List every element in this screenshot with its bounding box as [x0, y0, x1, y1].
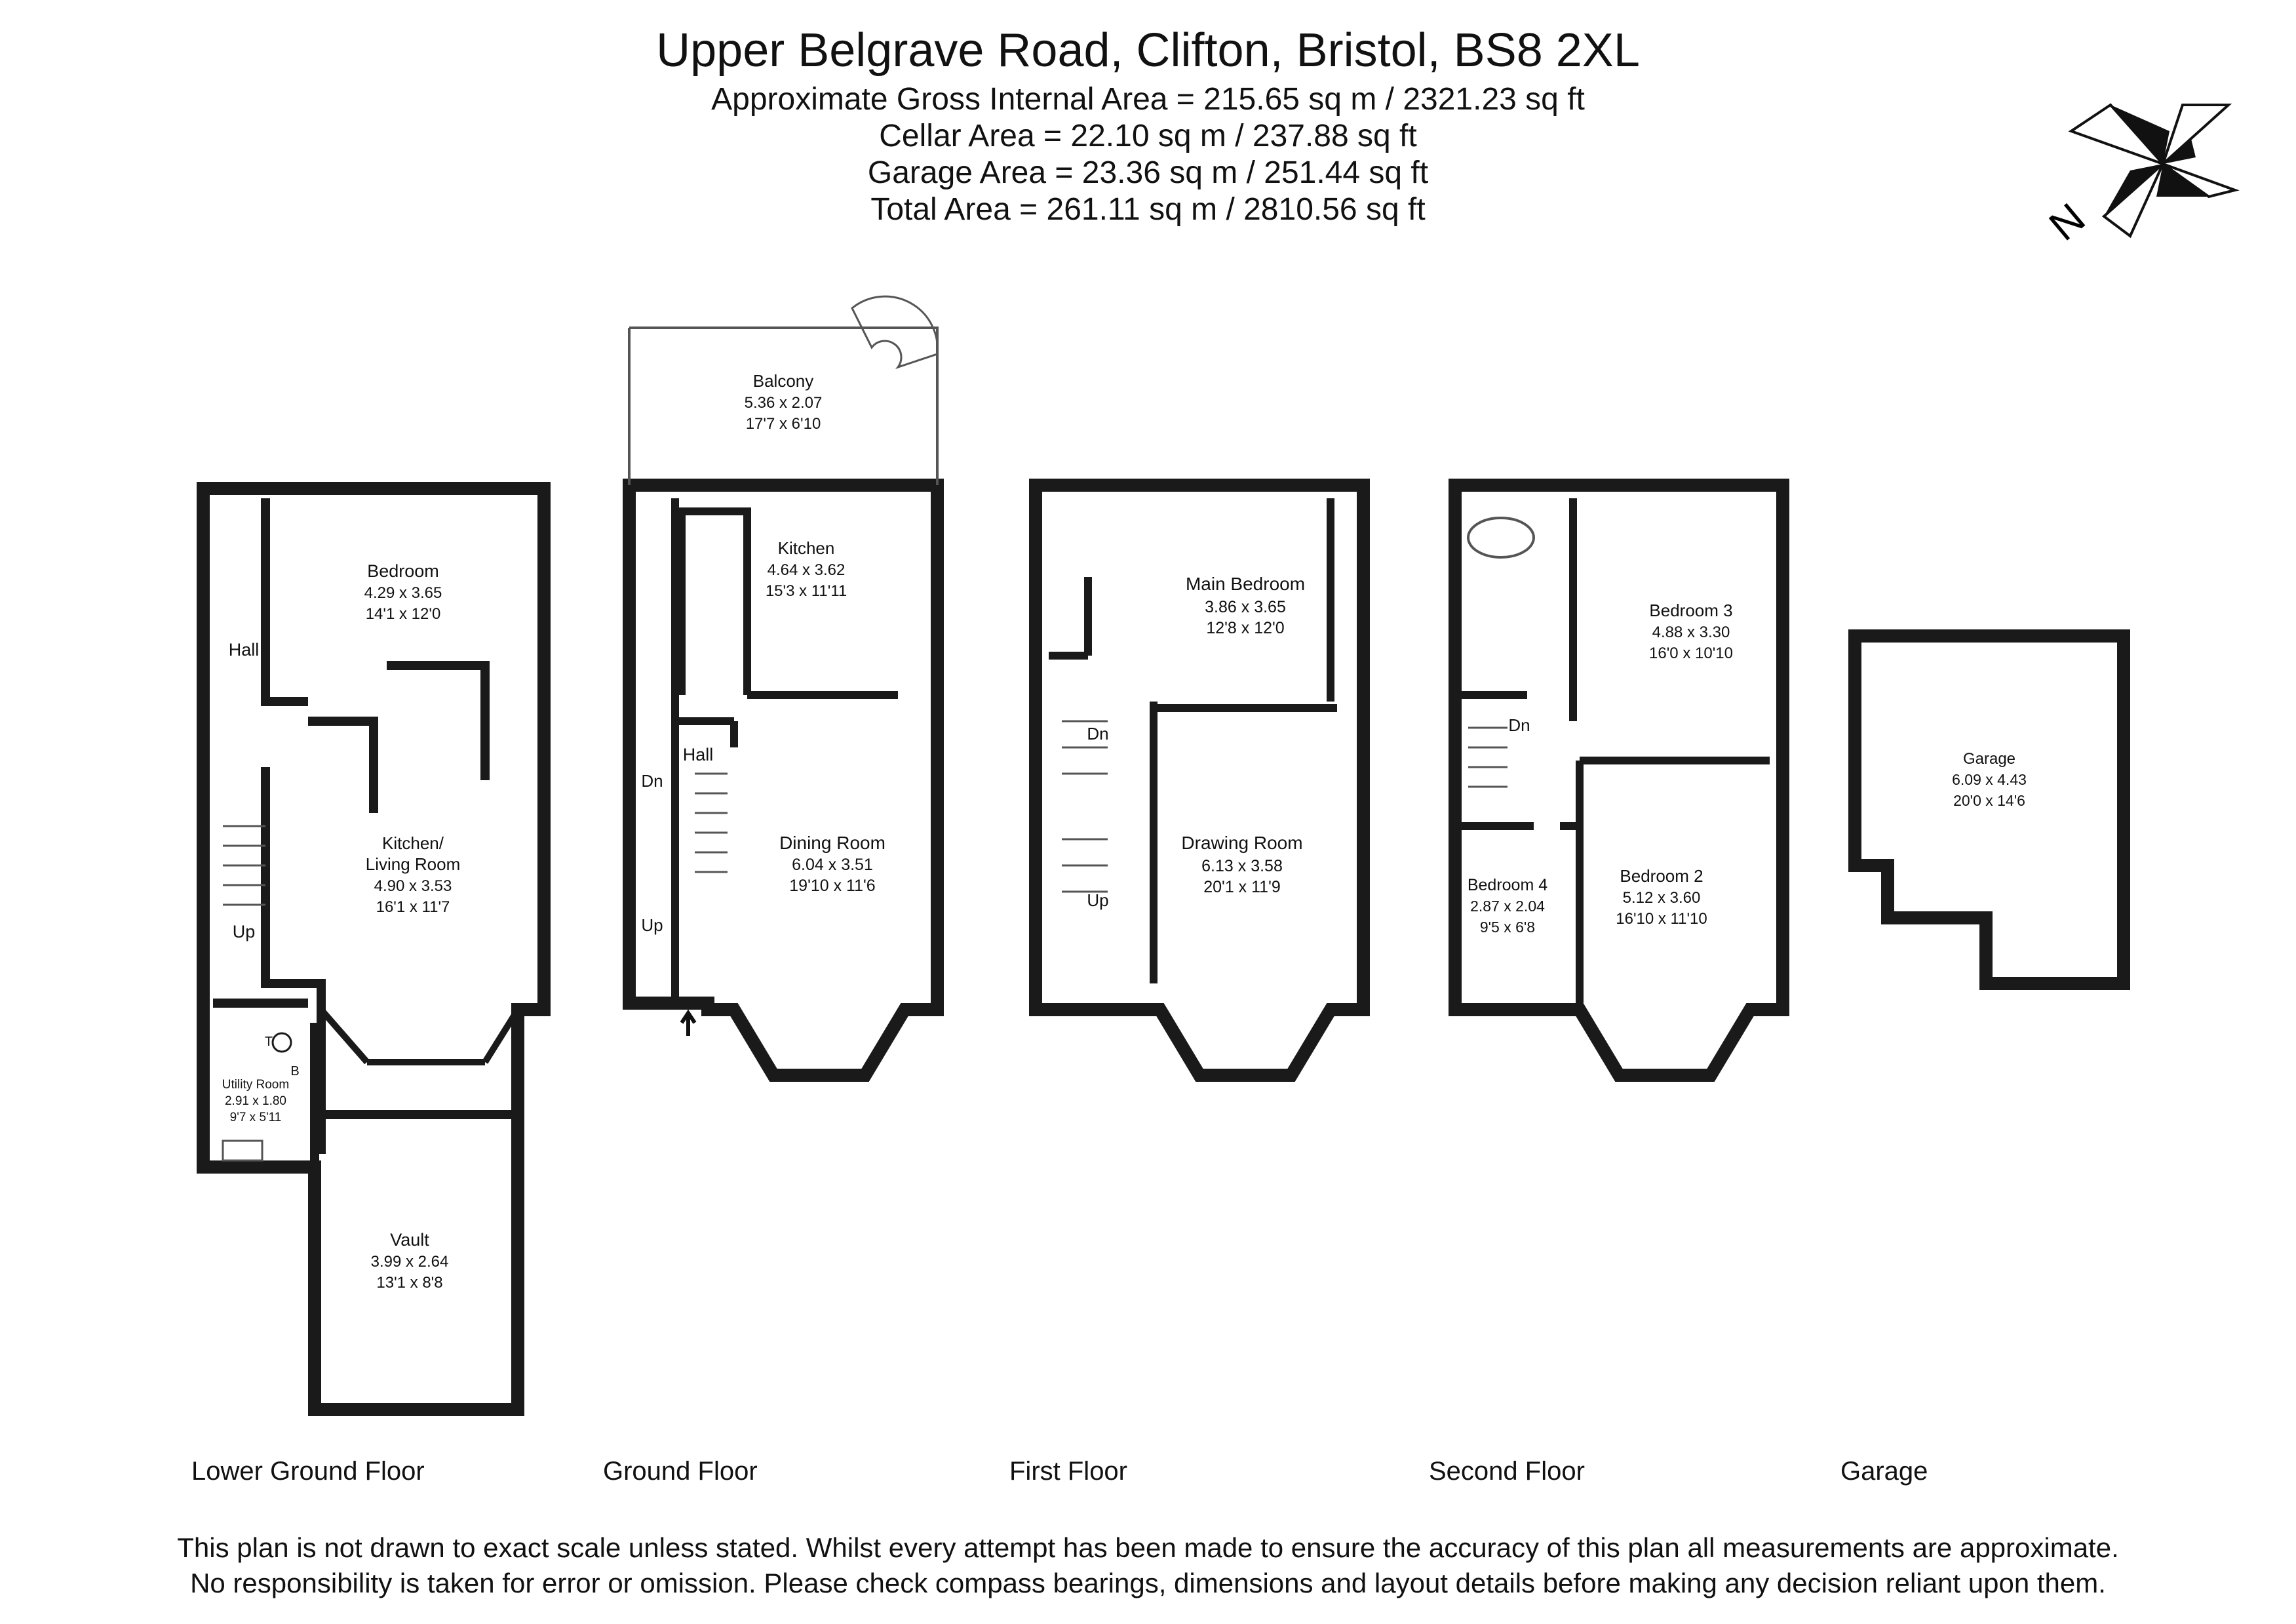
- ground-floor-plan: [623, 295, 944, 1082]
- lg-kitchen-name-2: Living Room: [366, 854, 461, 874]
- g-dining-imperial: 19'10 x 11'6: [789, 877, 875, 895]
- floor-label-first: First Floor: [1009, 1457, 1127, 1486]
- lg-up-label: Up: [233, 922, 256, 941]
- garage-area: Garage Area = 23.36 sq m / 251.44 sq ft: [867, 155, 1429, 190]
- garage-plan: [1848, 629, 2130, 990]
- lg-bedroom-name: Bedroom: [367, 561, 439, 581]
- cellar-area: Cellar Area = 22.10 sq m / 237.88 sq ft: [879, 119, 1417, 153]
- lg-utility-name: Utility Room: [222, 1078, 289, 1092]
- f-main-bedroom-imperial: 12'8 x 12'0: [1206, 619, 1284, 637]
- disclaimer-line-2: No responsibility is taken for error or …: [190, 1568, 2106, 1598]
- f-main-bedroom-metric: 3.86 x 3.65: [1205, 598, 1286, 616]
- g-kitchen-name: Kitchen: [778, 538, 835, 558]
- f-drawing-name: Drawing Room: [1181, 833, 1302, 853]
- disclaimer: This plan is not drawn to exact scale un…: [0, 1530, 2296, 1601]
- second-floor-plan: [1449, 479, 1789, 1082]
- garage-imperial: 20'0 x 14'6: [1953, 792, 2025, 809]
- f-drawing-metric: 6.13 x 3.58: [1201, 857, 1283, 875]
- g-balcony-metric: 5.36 x 2.07: [745, 394, 823, 412]
- g-kitchen-imperial: 15'3 x 11'11: [766, 582, 847, 600]
- lg-vault-name: Vault: [390, 1230, 429, 1250]
- s-bedroom3-imperial: 16'0 x 10'10: [1649, 644, 1733, 662]
- lg-vault-imperial: 13'1 x 8'8: [376, 1274, 442, 1292]
- first-floor-plan: [1029, 479, 1370, 1082]
- f-dn-label: Dn: [1087, 724, 1108, 743]
- floor-label-lower-ground: Lower Ground Floor: [191, 1457, 425, 1486]
- total-area: Total Area = 261.11 sq m / 2810.56 sq ft: [870, 192, 1426, 227]
- garage-name: Garage: [1963, 750, 2015, 768]
- disclaimer-line-1: This plan is not drawn to exact scale un…: [177, 1532, 2119, 1563]
- g-up-label: Up: [641, 915, 663, 935]
- s-bedroom4-imperial: 9'5 x 6'8: [1480, 919, 1535, 936]
- s-bedroom3-name: Bedroom 3: [1649, 601, 1732, 620]
- s-bedroom4-metric: 2.87 x 2.04: [1470, 898, 1545, 915]
- lg-vault-metric: 3.99 x 2.64: [371, 1253, 449, 1271]
- f-drawing-imperial: 20'1 x 11'9: [1203, 878, 1281, 896]
- lg-utility-metric: 2.91 x 1.80: [225, 1094, 286, 1108]
- lg-hall-label: Hall: [229, 640, 260, 660]
- compass-north-label: N: [2040, 194, 2094, 250]
- lg-bedroom-imperial: 14'1 x 12'0: [366, 605, 441, 623]
- lg-kitchen-metric: 4.90 x 3.53: [374, 877, 452, 895]
- s-dn-label: Dn: [1508, 715, 1530, 735]
- lg-bedroom-metric: 4.29 x 3.65: [364, 584, 442, 602]
- g-balcony-imperial: 17'7 x 6'10: [746, 415, 821, 433]
- f-up-label: Up: [1087, 890, 1108, 910]
- g-dining-metric: 6.04 x 3.51: [792, 856, 873, 874]
- plan-title: Upper Belgrave Road, Clifton, Bristol, B…: [656, 24, 1640, 77]
- s-bedroom2-name: Bedroom 2: [1620, 866, 1703, 886]
- lg-kitchen-name: Kitchen/: [382, 833, 444, 853]
- lower-ground-floor-plan: [197, 482, 551, 1416]
- s-bedroom3-metric: 4.88 x 3.30: [1652, 624, 1730, 641]
- boiler-symbol: B: [290, 1064, 299, 1079]
- g-balcony-name: Balcony: [753, 371, 814, 391]
- gross-internal-area: Approximate Gross Internal Area = 215.65…: [711, 82, 1585, 117]
- floor-label-garage: Garage: [1840, 1457, 1928, 1486]
- g-dn-label: Dn: [641, 771, 663, 791]
- f-main-bedroom-name: Main Bedroom: [1186, 574, 1305, 594]
- s-bedroom4-name: Bedroom 4: [1468, 876, 1547, 894]
- entrance-arrow-icon: [680, 1009, 697, 1036]
- tank-symbol: T: [265, 1035, 273, 1049]
- s-bedroom2-metric: 5.12 x 3.60: [1623, 889, 1701, 907]
- floor-label-ground: Ground Floor: [603, 1457, 758, 1486]
- s-bedroom2-imperial: 16'10 x 11'10: [1616, 910, 1707, 928]
- g-kitchen-metric: 4.64 x 3.62: [768, 561, 846, 579]
- lg-kitchen-imperial: 16'1 x 11'7: [376, 898, 450, 916]
- floor-label-second: Second Floor: [1429, 1457, 1585, 1486]
- garage-metric: 6.09 x 4.43: [1952, 771, 2027, 788]
- compass-icon: N: [2040, 103, 2240, 250]
- g-hall-label: Hall: [683, 745, 714, 764]
- g-dining-name: Dining Room: [779, 833, 885, 853]
- lg-utility-imperial: 9'7 x 5'11: [230, 1111, 282, 1124]
